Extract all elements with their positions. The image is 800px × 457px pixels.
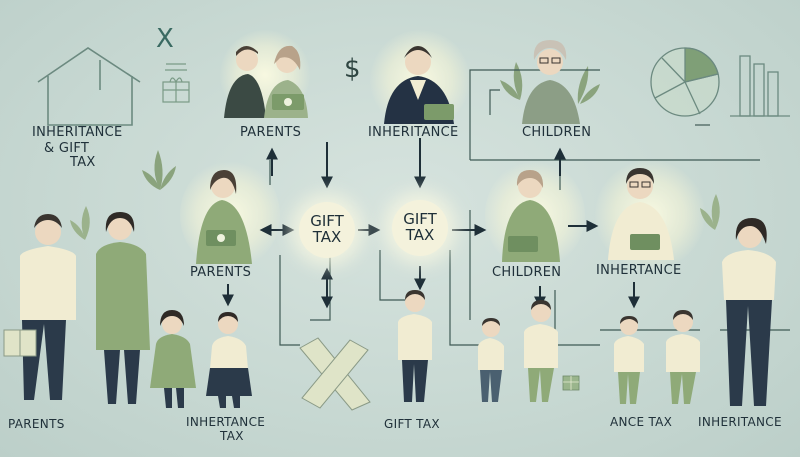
person-child-mid (502, 170, 560, 262)
label-inheritance-gift-tax-line3: TAX (70, 155, 96, 170)
pie-chart-icon (650, 47, 720, 117)
bar-chart-icon (730, 55, 790, 117)
plant-icon (70, 62, 720, 240)
label-inheritance-gift-tax-line1: INHERITANCE (32, 125, 123, 140)
node-gift-tax-2-line1: GIFT (403, 210, 437, 229)
person-couple-top (224, 45, 308, 118)
family-center-right (398, 218, 776, 406)
node-gift-tax-1-line2: TAX (312, 228, 342, 246)
label-inheritance-tax-line2: TAX (220, 429, 244, 443)
node-gift-tax-1: GIFT TAX (299, 202, 355, 258)
label-parents-top: PARENTS (240, 125, 302, 140)
person-inheritance-top (384, 46, 454, 124)
flow-arrows (222, 138, 640, 309)
label-inheritance-mid: INHERTANCE (596, 263, 682, 278)
house-icon (37, 47, 141, 126)
small-gift-icon (562, 375, 580, 391)
label-ance-tax-bottom: ANCE TAX (610, 415, 673, 429)
label-parents-bottom: PARENTS (8, 417, 65, 431)
family-left (3, 212, 252, 408)
label-gift-tax-bottom: GIFT TAX (384, 417, 440, 431)
person-grandmother-top (522, 40, 580, 124)
label-children-top: CHILDREN (522, 125, 592, 140)
label-children-mid: CHILDREN (492, 265, 562, 280)
label-parents-mid: PARENTS (190, 265, 252, 280)
label-inheritance-gift-tax-line2: & GIFT (44, 141, 90, 156)
label-inheritance-top: INHERITANCE (368, 125, 459, 140)
node-gift-tax-2: GIFT TAX (392, 200, 448, 256)
label-inheritance-bottom: INHERITANCE (698, 415, 782, 429)
person-inheritance-mid (608, 168, 674, 260)
node-gift-tax-1-line1: GIFT (310, 212, 344, 231)
person-parent-mid (196, 170, 252, 264)
dollar-sign: $ (344, 54, 361, 84)
node-gift-tax-2-line2: TAX (405, 226, 435, 244)
label-inheritance-tax-line1: INHERTANCE (186, 415, 266, 429)
crossed-planks-icon (299, 337, 371, 411)
gift-box-icon (162, 63, 190, 103)
x-mark: X (156, 24, 175, 54)
